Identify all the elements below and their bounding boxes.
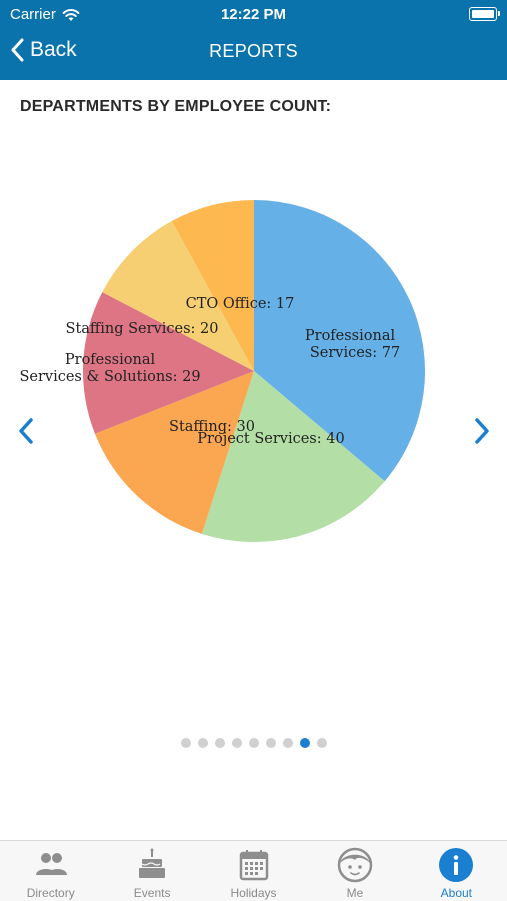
- page-dot[interactable]: [265, 738, 276, 748]
- tab-events[interactable]: Events: [101, 841, 202, 901]
- back-button[interactable]: Back: [10, 38, 77, 62]
- pie-slice-professional-services-solutions: [82, 292, 255, 434]
- pie-slice-professional-services: [254, 200, 425, 482]
- page-dot[interactable]: [231, 738, 242, 748]
- page-indicator: [0, 738, 507, 748]
- next-chart-button[interactable]: [466, 414, 496, 448]
- tab-label: Me: [346, 886, 364, 900]
- page-dot[interactable]: [214, 738, 225, 748]
- pie-slice-staffing: [94, 371, 254, 534]
- pie-slice-cto-office: [171, 200, 254, 371]
- pie-slice-staffing-services: [102, 221, 255, 371]
- report-title: DEPARTMENTS BY EMPLOYEE COUNT:: [20, 98, 332, 115]
- status-carrier: Carrier: [10, 6, 80, 23]
- page-title: REPORTS: [209, 41, 298, 61]
- page-dot[interactable]: [197, 738, 208, 748]
- tab-label: Directory: [26, 886, 75, 900]
- data-label: Staffing Services: 20: [66, 321, 219, 337]
- tab-about[interactable]: About: [406, 841, 507, 901]
- status-time: 12:22 PM: [220, 6, 287, 23]
- info-icon: [439, 848, 474, 882]
- pie-slice-project-services: [201, 371, 385, 542]
- page-dot[interactable]: [248, 738, 259, 748]
- tab-label: About: [440, 886, 472, 900]
- cake-icon: [139, 848, 166, 878]
- previous-chart-button[interactable]: [12, 414, 42, 448]
- battery-icon: [469, 7, 500, 21]
- chevron-right-icon: [475, 418, 489, 444]
- back-label: Back: [30, 38, 77, 61]
- wifi-icon: [62, 8, 80, 21]
- page-dot[interactable]: [180, 738, 191, 748]
- data-label: Staffing: 30: [169, 419, 255, 435]
- page-dot[interactable]: [316, 738, 327, 748]
- tab-label: Events: [133, 886, 171, 900]
- tab-holidays[interactable]: Holidays: [203, 841, 304, 901]
- navigation-bar: Carrier 12:22 PM Back REPORTS: [0, 0, 507, 80]
- chevron-left-icon: [11, 38, 24, 62]
- tab-directory[interactable]: Directory: [0, 841, 101, 901]
- tab-label: Holidays: [230, 886, 277, 900]
- carrier-label: Carrier: [10, 6, 56, 23]
- tab-me[interactable]: Me: [304, 841, 405, 901]
- people-icon: [35, 853, 67, 875]
- data-label: Project Services: 40: [197, 431, 344, 447]
- chevron-left-icon: [19, 418, 33, 444]
- tab-bar: Directory Events Holidays: [0, 840, 507, 901]
- data-label: CTO Office: 17: [186, 296, 295, 312]
- calendar-icon: [239, 850, 268, 881]
- face-icon: [337, 847, 373, 883]
- page-dot[interactable]: [282, 738, 293, 748]
- page-dot[interactable]: [299, 738, 310, 748]
